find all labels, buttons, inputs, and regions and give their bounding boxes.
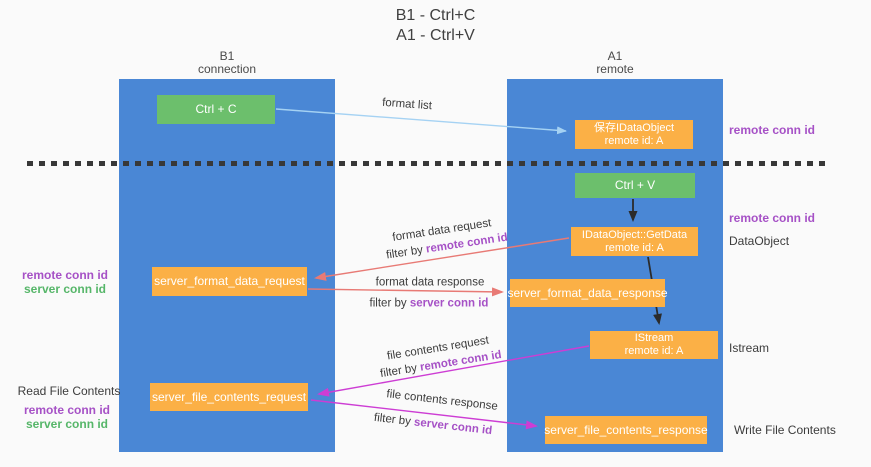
server-format-data-response-box: server_format_data_response bbox=[507, 279, 668, 307]
istream-side-label: Istream bbox=[729, 341, 770, 355]
a1-column-header: A1 remote bbox=[507, 50, 723, 76]
server-file-contents-response-label: server_file_contents_response bbox=[544, 422, 708, 437]
server-file-contents-request-box: server_file_contents_request bbox=[150, 383, 308, 411]
file-contents-response-label: file contents response bbox=[385, 388, 499, 413]
istream-line1: IStream bbox=[634, 332, 674, 344]
server-conn-id-label-left1: server conn id bbox=[23, 282, 107, 296]
save-idataobject-box: 保存IDataObject remote id: A bbox=[575, 120, 693, 149]
file-response-filter-label: filter by server conn id bbox=[373, 411, 493, 438]
istream-line2: remote id: A bbox=[624, 345, 684, 357]
server-format-data-request-box: server_format_data_request bbox=[152, 267, 307, 296]
server-format-data-response-label: server_format_data_response bbox=[507, 285, 668, 300]
diagram-title: B1 - Ctrl+C A1 - Ctrl+V bbox=[0, 6, 871, 46]
b1-column-header: B1 connection bbox=[119, 50, 335, 76]
remote-conn-id-label-mid: remote conn id bbox=[729, 211, 816, 225]
dataobject-label: DataObject bbox=[729, 234, 790, 248]
server-conn-id-text: server conn id bbox=[413, 416, 493, 438]
ctrl-c-label: Ctrl + C bbox=[195, 102, 237, 116]
remote-conn-id-label-left2: remote conn id bbox=[23, 403, 110, 417]
idataobject-getdata-box: IDataObject::GetData remote id: A bbox=[571, 227, 698, 256]
ctrl-v-label: Ctrl + V bbox=[614, 178, 656, 192]
phase-separator-dashed-line bbox=[27, 161, 830, 166]
file-request-conn-ids: remote conn id server conn id bbox=[12, 403, 122, 431]
server-conn-id-text: server conn id bbox=[409, 297, 489, 310]
a1-column-role: remote bbox=[596, 62, 634, 76]
server-file-contents-request-label: server_file_contents_request bbox=[151, 389, 307, 404]
save-idataobject-line2: remote id: A bbox=[604, 134, 664, 147]
format-data-response-label: format data response bbox=[375, 276, 485, 289]
server-file-contents-response-box: server_file_contents_response bbox=[544, 416, 708, 444]
format-response-filter-label: filter by server conn id bbox=[370, 298, 489, 311]
format-list-label: format list bbox=[381, 96, 433, 113]
ctrl-c-box: Ctrl + C bbox=[157, 95, 275, 124]
filter-by-text: filter by bbox=[369, 297, 410, 310]
idataobject-getdata-line2: remote id: A bbox=[605, 241, 664, 254]
b1-column-role: connection bbox=[197, 62, 257, 76]
remote-conn-id-label-left1: remote conn id bbox=[21, 268, 108, 282]
diagram-title-line1: B1 - Ctrl+C bbox=[395, 7, 476, 24]
ctrl-v-box: Ctrl + V bbox=[575, 173, 695, 198]
b1-column-name: B1 bbox=[219, 49, 235, 63]
read-file-contents-label: Read File Contents bbox=[17, 384, 121, 398]
server-conn-id-label-left2: server conn id bbox=[25, 417, 109, 431]
write-file-contents-label: Write File Contents bbox=[734, 423, 836, 437]
filter-by-text: filter by bbox=[373, 411, 415, 429]
idataobject-getdata-line1: IDataObject::GetData bbox=[581, 228, 688, 241]
filter-by-text: filter by bbox=[385, 243, 427, 262]
diagram-title-line2: A1 - Ctrl+V bbox=[396, 27, 475, 44]
format-request-conn-ids: remote conn id server conn id bbox=[10, 268, 120, 296]
filter-by-text: filter by bbox=[379, 361, 422, 381]
a1-column-name: A1 bbox=[607, 49, 623, 63]
save-idataobject-line1: 保存IDataObject bbox=[593, 121, 675, 134]
remote-conn-id-label-top: remote conn id bbox=[729, 123, 816, 137]
istream-box: IStream remote id: A bbox=[590, 331, 718, 359]
server-format-data-request-label: server_format_data_request bbox=[154, 274, 305, 288]
